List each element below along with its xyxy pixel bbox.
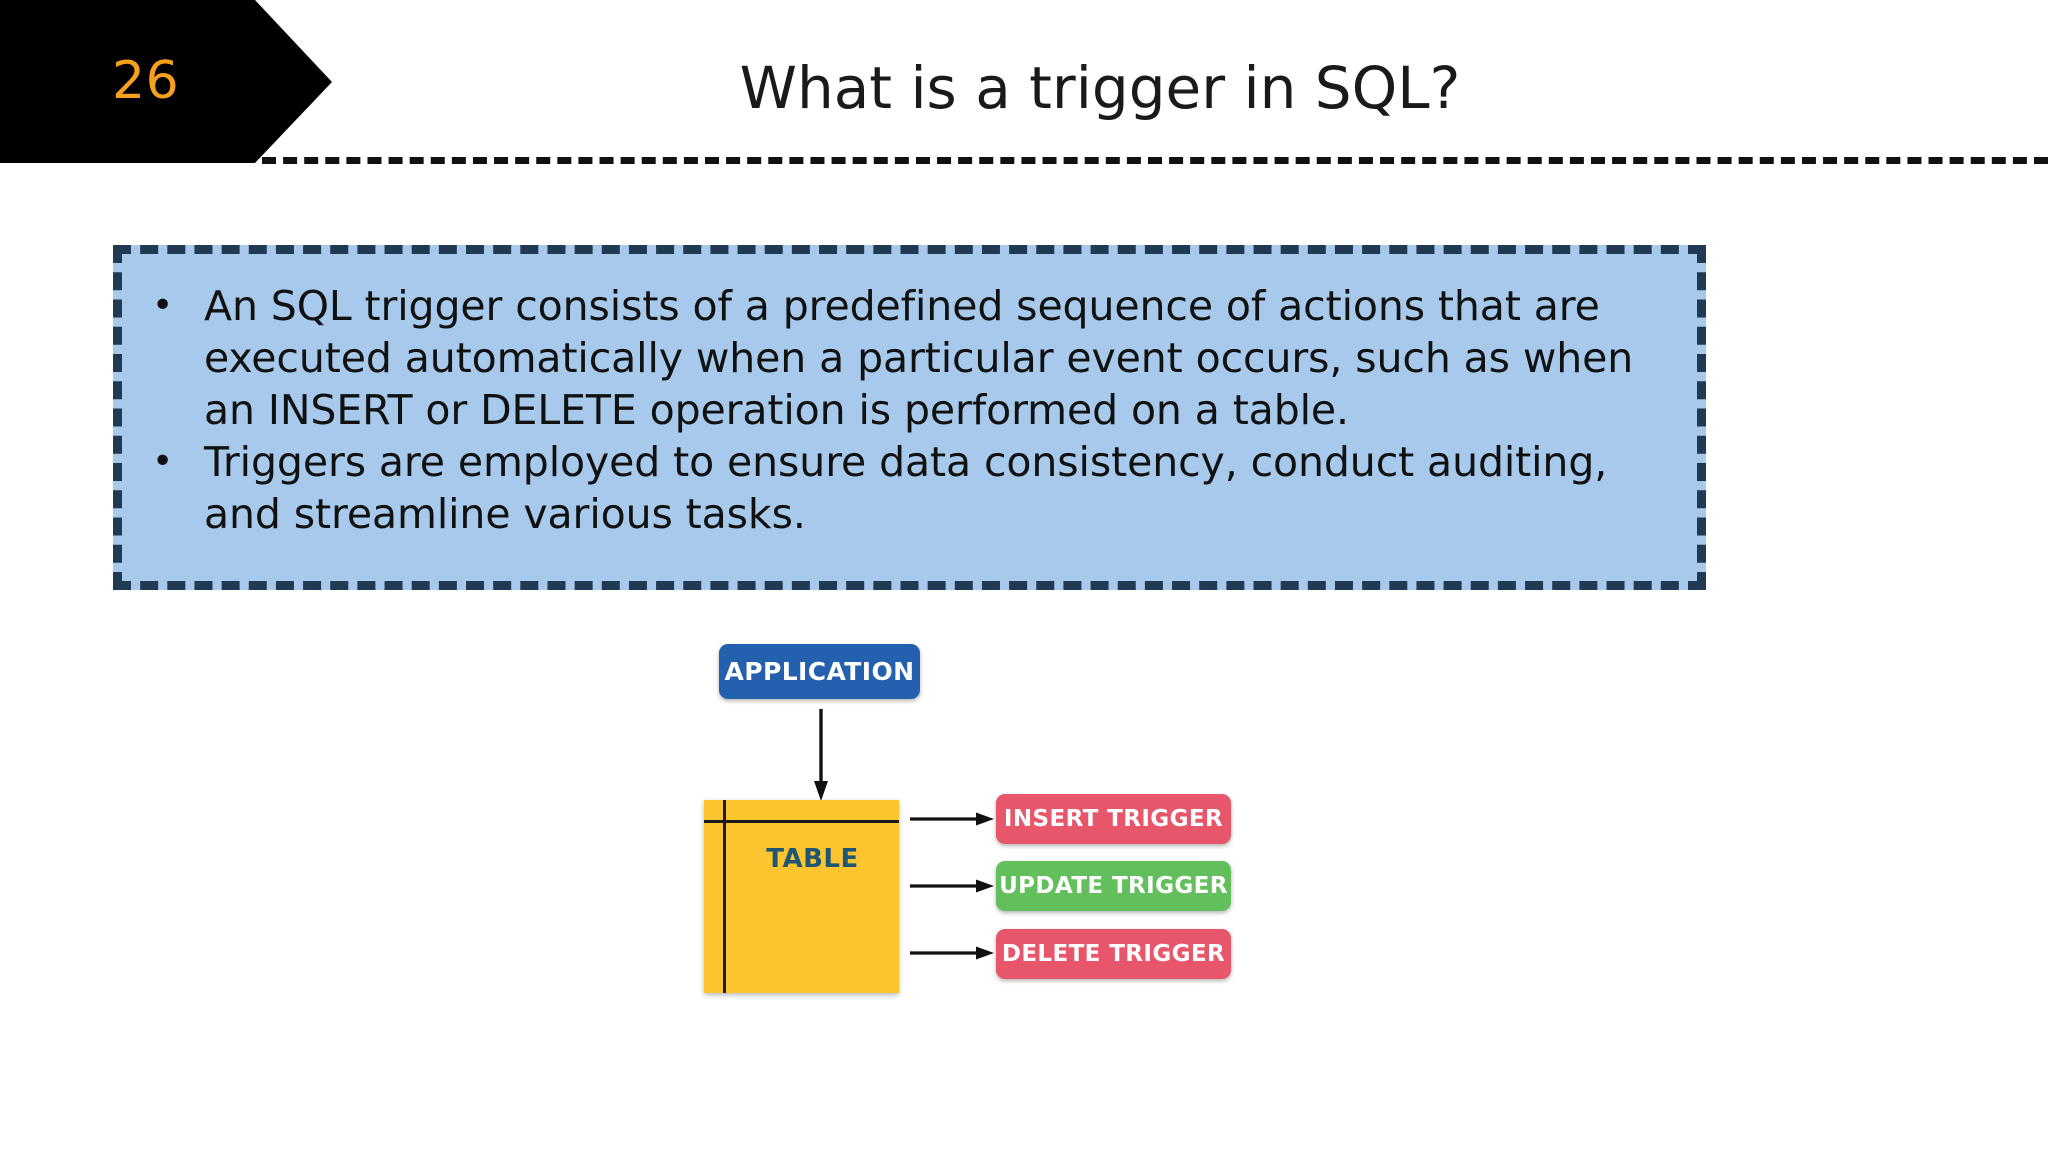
diagram-node-table: TABLE [704,800,899,993]
table-margin-rule [723,800,726,993]
slide-number-banner [0,0,332,163]
header-dashed-rule [262,157,2048,164]
page-title: What is a trigger in SQL? [739,54,1461,122]
callout-box: • An SQL trigger consists of a predefine… [113,245,1706,590]
arrow-down-icon [814,709,828,801]
slide-number: 26 [112,51,180,111]
table-header-rule [704,820,899,823]
diagram-node-insert-trigger: INSERT TRIGGER [996,794,1231,844]
arrow-right-insert-icon [910,812,994,826]
bullet-text: An SQL trigger consists of a predefined … [204,282,1634,434]
arrow-right-update-icon [910,879,994,893]
bullet-marker-icon: • [152,441,174,482]
diagram-node-update-trigger: UPDATE TRIGGER [996,861,1231,911]
bullet-item: • Triggers are employed to ensure data c… [142,436,1663,540]
bullet-item: • An SQL trigger consists of a predefine… [142,280,1663,436]
diagram-node-application: APPLICATION [719,644,920,699]
trigger-flow-diagram: APPLICATION TABLE INSERT TRIGGER UPDATE … [600,625,1500,1095]
arrow-right-delete-icon [910,946,994,960]
bullet-text: Triggers are employed to ensure data con… [204,438,1608,538]
diagram-node-table-label: TABLE [766,844,859,874]
diagram-node-delete-trigger: DELETE TRIGGER [996,929,1231,979]
bullet-marker-icon: • [152,285,174,326]
